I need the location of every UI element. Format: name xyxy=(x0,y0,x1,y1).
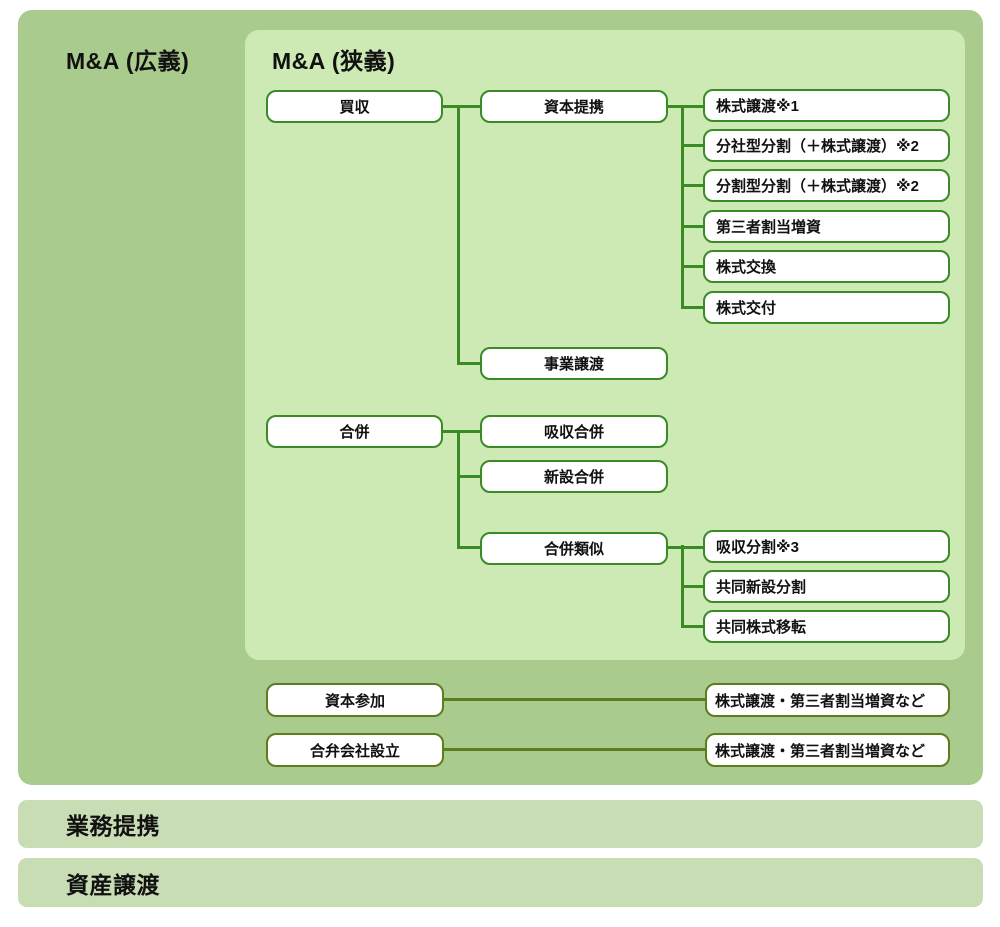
box-capital-participation-methods: 株式譲渡・第三者割当増資など xyxy=(705,683,950,717)
connector-line xyxy=(457,430,460,548)
leaf-joint-share-transfer: 共同株式移転 xyxy=(703,610,950,643)
connector-line xyxy=(443,430,480,433)
connector-line xyxy=(444,698,706,701)
ma-broad-title: M&A (広義) xyxy=(66,48,190,74)
leaf-share-transfer: 株式譲渡※1 xyxy=(703,89,950,122)
connector-line xyxy=(457,362,480,365)
leaf-share-delivery: 株式交付 xyxy=(703,291,950,324)
connector-line xyxy=(681,225,703,228)
connector-line xyxy=(681,625,703,628)
leaf-third-party-allotment: 第三者割当増資 xyxy=(703,210,950,243)
connector-line xyxy=(681,144,703,147)
ma-narrow-title: M&A (狭義) xyxy=(272,48,396,74)
connector-line xyxy=(443,105,480,108)
connector-line xyxy=(681,306,703,309)
box-joint-venture-methods: 株式譲渡・第三者割当増資など xyxy=(705,733,950,767)
connector-line xyxy=(457,105,460,365)
node-business-transfer: 事業譲渡 xyxy=(480,347,668,380)
node-acquisition: 買収 xyxy=(266,90,443,123)
ma-narrow-container xyxy=(245,30,965,660)
node-absorption-merger: 吸収合併 xyxy=(480,415,668,448)
node-consolidation-merger: 新設合併 xyxy=(480,460,668,493)
connector-line xyxy=(681,184,703,187)
connector-line xyxy=(457,546,480,549)
node-merger: 合併 xyxy=(266,415,443,448)
bar-asset-transfer: 資産譲渡 xyxy=(18,858,983,907)
connector-line xyxy=(681,265,703,268)
connector-line xyxy=(668,105,703,108)
connector-line xyxy=(681,105,684,308)
node-capital-participation: 資本参加 xyxy=(266,683,444,717)
leaf-absorption-split: 吸収分割※3 xyxy=(703,530,950,563)
leaf-spin-off-type-split: 分社型分割（＋株式譲渡）※2 xyxy=(703,129,950,162)
leaf-joint-incorporation-split: 共同新設分割 xyxy=(703,570,950,603)
leaf-split-type-split: 分割型分割（＋株式譲渡）※2 xyxy=(703,169,950,202)
node-merger-like: 合併類似 xyxy=(480,532,668,565)
bar-business-alliance: 業務提携 xyxy=(18,800,983,848)
connector-line xyxy=(457,475,480,478)
node-joint-venture: 合弁会社設立 xyxy=(266,733,444,767)
connector-line xyxy=(681,585,703,588)
connector-line xyxy=(444,748,706,751)
node-capital-alliance: 資本提携 xyxy=(480,90,668,123)
connector-line xyxy=(668,546,703,549)
leaf-share-exchange: 株式交換 xyxy=(703,250,950,283)
